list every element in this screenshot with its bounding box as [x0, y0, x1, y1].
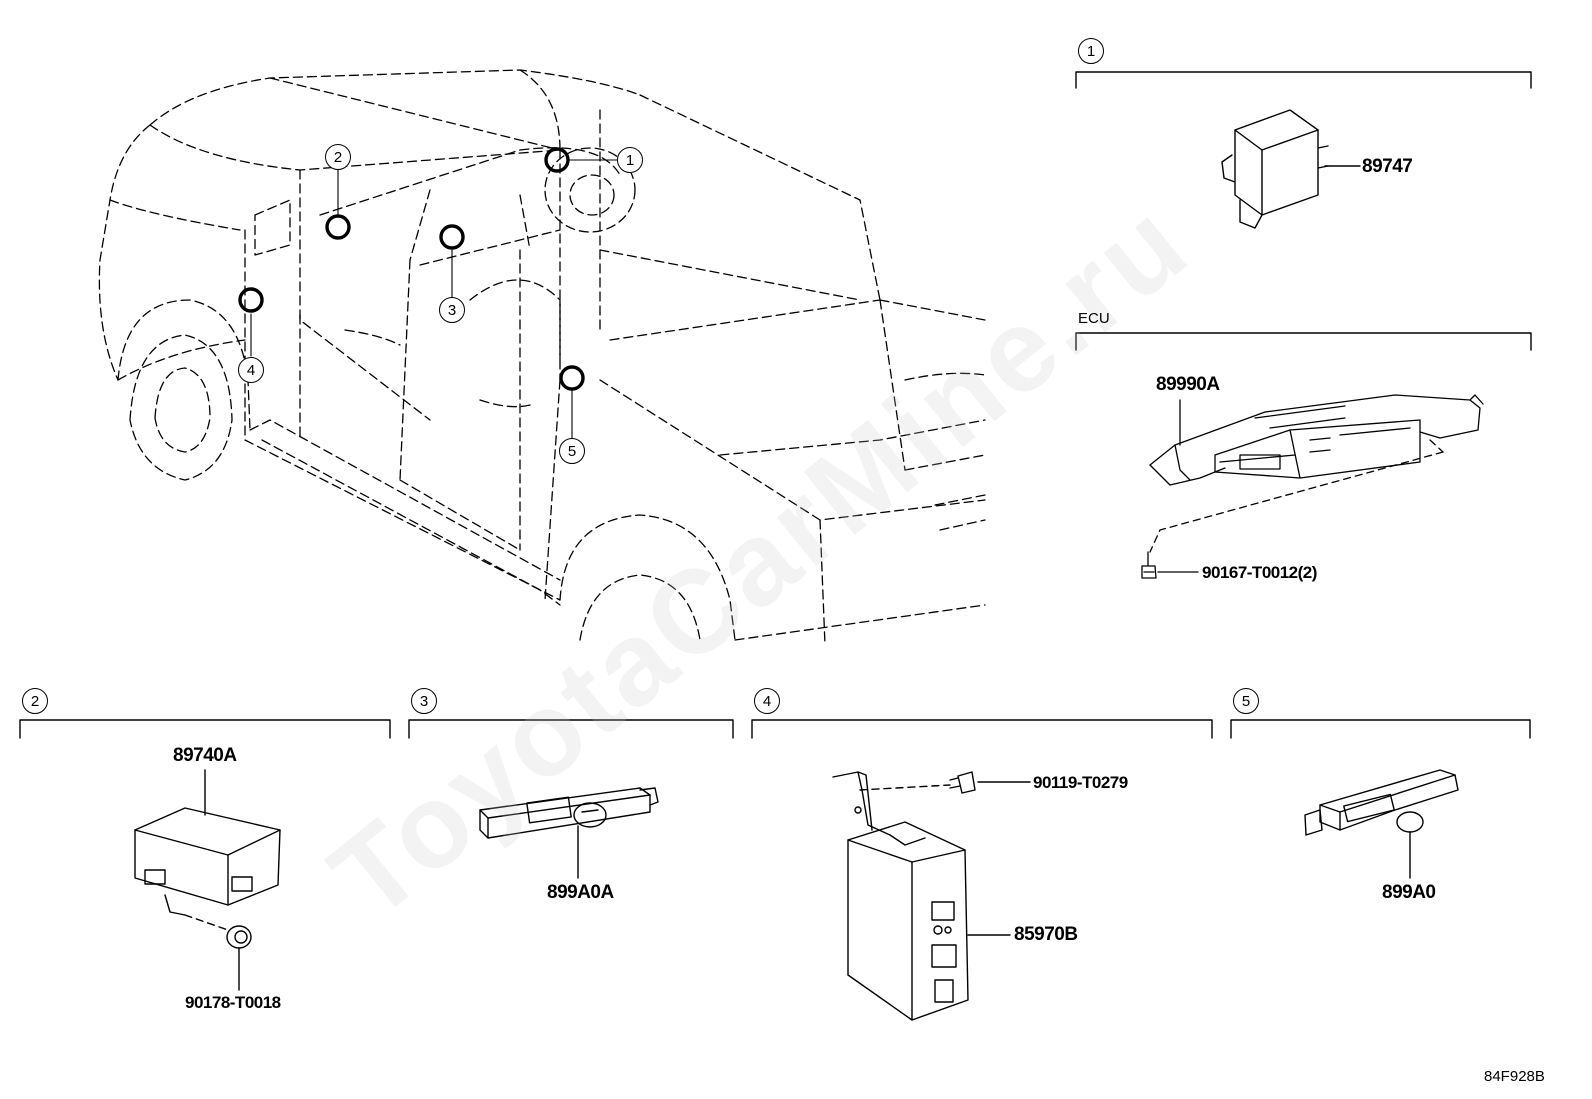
part-label-899a0[interactable]: 899A0	[1382, 882, 1436, 903]
part-89990a-drawing	[1149, 394, 1484, 553]
vehicle-callout-5: 5	[559, 438, 585, 464]
diagram-code: 84F928B	[1484, 1068, 1545, 1085]
part-label-90119-t0279[interactable]: 90119-T0279	[1033, 773, 1128, 792]
part-89740a-drawing	[134, 769, 281, 931]
part-label-89990a[interactable]: 89990A	[1156, 374, 1220, 395]
section-ecu-label: ECU	[1078, 310, 1110, 327]
section-5-number: 5	[1233, 688, 1259, 714]
vehicle-callout-4: 4	[238, 357, 264, 383]
part-label-899a0a[interactable]: 899A0A	[547, 882, 614, 903]
vehicle-callout-3: 3	[439, 297, 465, 323]
part-label-89740a[interactable]: 89740A	[173, 745, 237, 766]
vehicle-callout-2: 2	[325, 144, 351, 170]
part-label-85970b[interactable]: 85970B	[1014, 924, 1078, 945]
vehicle-leaders	[250, 159, 619, 439]
vehicle-callout-1: 1	[617, 147, 643, 173]
part-label-90178-t0018[interactable]: 90178-T0018	[185, 993, 281, 1012]
part-label-89747[interactable]: 89747	[1362, 156, 1413, 177]
part-90119-t0279-drawing	[949, 771, 1031, 794]
part-85970b-drawing	[832, 771, 1011, 1021]
section-4-number: 4	[754, 688, 780, 714]
section-2-number: 2	[22, 688, 48, 714]
vehicle-locator-rings	[238, 147, 585, 391]
vehicle-outline	[98, 69, 986, 646]
section-1-number: 1	[1078, 38, 1104, 64]
part-899a0a-drawing	[479, 787, 659, 879]
part-90178-t0018-drawing	[226, 925, 252, 991]
part-90167-t0012-drawing	[1141, 551, 1199, 579]
section-3-number: 3	[411, 688, 437, 714]
part-label-90167-t0012[interactable]: 90167-T0012(2)	[1202, 563, 1317, 582]
section-brackets	[19, 71, 1532, 739]
part-899a0-drawing	[1304, 769, 1459, 879]
part-89747-drawing	[1221, 109, 1361, 229]
